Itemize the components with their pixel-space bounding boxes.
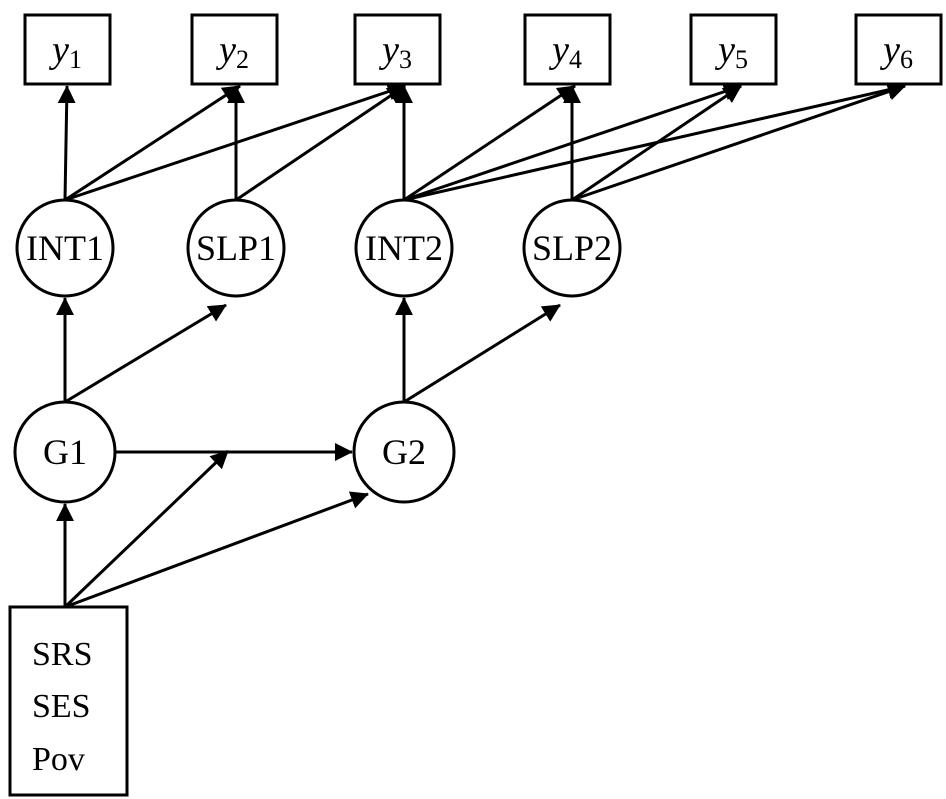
y1-var-label: y [48, 29, 69, 71]
g2-label: G2 [382, 432, 426, 472]
y1-subscript: 1 [69, 45, 82, 74]
arrow-slp1-to-y3 [235, 84, 406, 202]
y6-subscript: 6 [900, 45, 913, 74]
svg-text:y6: y6 [879, 29, 913, 74]
y4-subscript: 4 [569, 45, 582, 74]
y2-var-label: y [215, 29, 236, 71]
int1-label: INT1 [26, 228, 104, 268]
slp1-label: SLP1 [196, 228, 276, 268]
covariate-ses: SES [32, 688, 91, 725]
path-arrows [56, 81, 906, 609]
arrow-int1-to-y2 [64, 84, 241, 202]
latent-g1: G1 [13, 400, 117, 504]
y3-subscript: 3 [399, 45, 412, 74]
observed-y1: y1 [23, 13, 112, 86]
g1-label: G1 [43, 432, 87, 472]
svg-text:y3: y3 [378, 29, 412, 74]
int2-label: INT2 [365, 228, 443, 268]
arrow-cov-to-g2 [64, 491, 369, 609]
arrow-int2-to-y4 [403, 84, 576, 202]
arrow-g1-to-slp1 [64, 303, 227, 404]
y5-var-label: y [714, 29, 735, 71]
arrow-cov-to-g1-g2-path [63, 449, 230, 609]
svg-text:y2: y2 [215, 29, 249, 74]
latent-g2: G2 [352, 400, 456, 504]
observed-y5: y5 [689, 13, 778, 86]
svg-text:y4: y4 [548, 29, 582, 74]
arrow-g2-to-slp2 [403, 303, 561, 404]
arrow-slp2-to-y5 [571, 84, 742, 202]
covariates-box: SRS SES Pov [8, 605, 129, 797]
observed-y2: y2 [190, 13, 279, 86]
observed-y3: y3 [353, 13, 442, 86]
observed-y4: y4 [523, 13, 612, 86]
y5-subscript: 5 [735, 45, 748, 74]
svg-text:y5: y5 [714, 29, 748, 74]
latent-slp1: SLP1 [186, 198, 286, 298]
covariate-srs: SRS [32, 636, 93, 673]
y6-var-label: y [879, 29, 900, 71]
y4-var-label: y [548, 29, 569, 71]
arrow-slp2-to-y6 [571, 83, 906, 202]
latent-int2: INT2 [354, 198, 454, 298]
svg-text:y1: y1 [48, 29, 82, 74]
arrow-int1-to-y1 [57, 85, 76, 201]
slp2-label: SLP2 [532, 228, 612, 268]
observed-y6: y6 [854, 13, 943, 86]
latent-int1: INT1 [15, 198, 115, 298]
y2-subscript: 2 [236, 45, 249, 74]
covariate-pov: Pov [32, 741, 85, 778]
latent-slp2: SLP2 [522, 198, 622, 298]
y3-var-label: y [378, 29, 399, 71]
